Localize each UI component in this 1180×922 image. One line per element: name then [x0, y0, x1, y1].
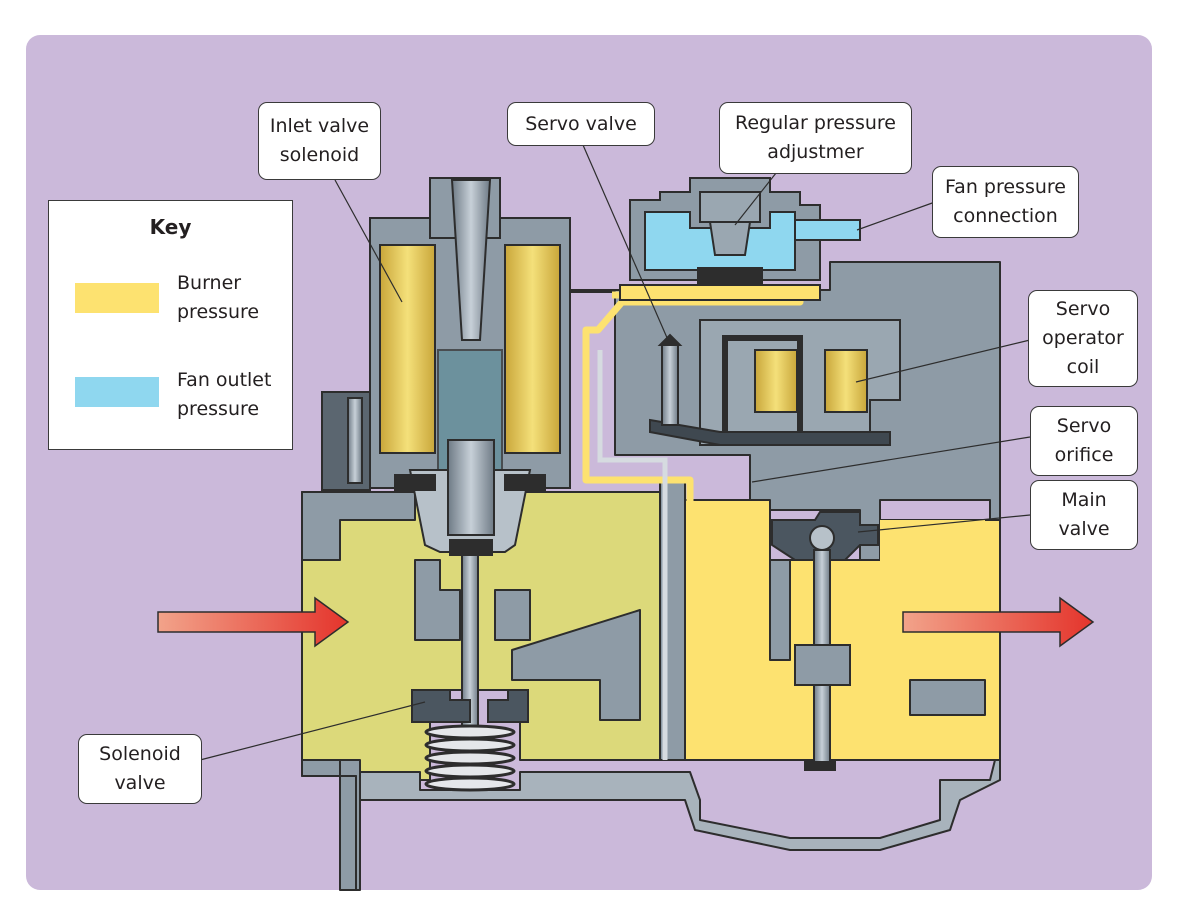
key-item-label: pressure [177, 398, 260, 420]
label-servo-orifice: Servo orifice [1030, 406, 1138, 476]
key-item-fan-outlet-pressure: Fan outlet pressure [177, 366, 271, 424]
key-title: Key [149, 215, 192, 239]
pressure-regulator [619, 177, 861, 301]
leader-lines [199, 144, 1031, 761]
key-item-label: Burner [177, 272, 242, 294]
key-item-label: Fan outlet [177, 369, 272, 391]
label-servo-valve: Servo valve [507, 102, 655, 146]
label-servo-operator-coil: Servo operator coil [1028, 290, 1138, 387]
burner-pressure-swatch [75, 283, 159, 313]
label-inlet-valve-solenoid: Inlet valve solenoid [258, 102, 381, 180]
key-panel: Key Burner pressure Fan outlet pressure [48, 200, 293, 450]
label-main-valve: Main valve [1030, 480, 1138, 550]
label-regular-pressure-adjustmer: Regular pressure adjustmer [719, 102, 912, 174]
servo-return-line [597, 350, 668, 760]
servo-assembly [649, 319, 901, 446]
inlet-solenoid-housing [321, 177, 571, 556]
solenoid-valve-assembly [411, 554, 529, 792]
label-fan-pressure-connection: Fan pressure connection [932, 166, 1079, 238]
key-item-burner-pressure: Burner pressure [177, 269, 259, 327]
inlet-arrow [157, 596, 350, 648]
label-solenoid-valve: Solenoid valve [78, 734, 202, 804]
fan-outlet-pressure-swatch [75, 377, 159, 407]
outlet-arrow [902, 596, 1095, 648]
main-valve-assembly [771, 511, 879, 771]
key-item-label: pressure [177, 301, 260, 323]
